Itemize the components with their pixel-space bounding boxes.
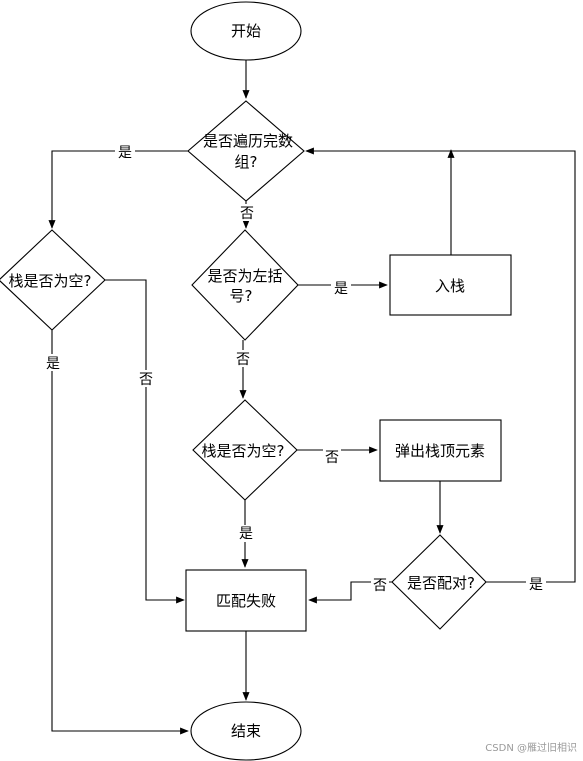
label-mid-empty-yes: 是 xyxy=(239,526,253,542)
end-node xyxy=(190,701,302,761)
label-match-yes: 是 xyxy=(529,577,543,593)
loop-check-label-line1: 是否遍历完数 xyxy=(203,132,293,150)
edge-loop-yes xyxy=(48,150,188,229)
fail-label: 匹配失败 xyxy=(216,592,276,610)
start-node xyxy=(190,1,302,61)
edge-final-empty-no xyxy=(105,279,185,604)
left-paren-label-line2: 号? xyxy=(230,287,253,305)
label-final-empty-no: 否 xyxy=(139,372,153,388)
final-empty-decision xyxy=(0,229,106,331)
final-empty-label: 栈是否为空? xyxy=(9,272,92,290)
label-mid-empty-no: 否 xyxy=(325,450,339,466)
label-paren-no: 否 xyxy=(236,352,250,368)
label-final-empty-yes: 是 xyxy=(46,356,60,372)
match-decision xyxy=(391,534,487,630)
match-label: 是否配对? xyxy=(407,574,475,592)
edge-final-empty-yes xyxy=(51,330,189,735)
end-label: 结束 xyxy=(231,722,261,740)
left-paren-decision xyxy=(191,229,299,341)
push-process xyxy=(389,254,512,316)
loop-check-decision xyxy=(187,100,305,202)
label-paren-yes: 是 xyxy=(334,281,348,297)
pop-process xyxy=(379,419,502,482)
mid-empty-decision xyxy=(192,399,298,501)
start-label: 开始 xyxy=(231,22,261,40)
pop-label: 弹出栈顶元素 xyxy=(395,442,485,460)
push-label: 入栈 xyxy=(435,277,465,295)
loop-check-label-line2: 组? xyxy=(235,153,258,171)
label-loop-yes: 是 xyxy=(118,145,132,161)
left-paren-label-line1: 是否为左括 xyxy=(207,267,282,285)
label-match-no: 否 xyxy=(373,578,387,594)
fail-process xyxy=(185,569,307,632)
mid-empty-label: 栈是否为空? xyxy=(202,442,285,460)
watermark: CSDN @雁过旧相识 xyxy=(485,741,577,754)
label-loop-no: 否 xyxy=(240,206,254,222)
